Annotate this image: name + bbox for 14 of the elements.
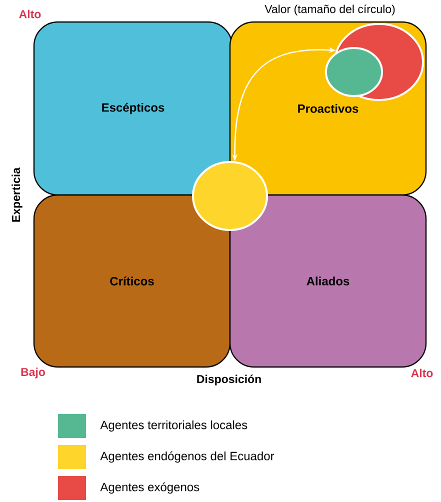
circle xyxy=(325,47,383,97)
axis-end-label: Alto xyxy=(19,10,41,18)
axis-title: Experticia xyxy=(12,167,22,222)
axis-title: Disposición xyxy=(197,374,261,386)
legend-label: Agentes territoriales locales xyxy=(100,420,248,432)
value-caption: Valor (tamaño del círculo) xyxy=(264,4,395,16)
circle xyxy=(192,161,268,231)
quadrant-box: Aliados xyxy=(229,194,427,368)
quadrant-box: Escépticos xyxy=(33,21,233,196)
legend-label: Agentes exógenos xyxy=(100,482,200,494)
axis-end-label: Bajo xyxy=(21,368,45,378)
axis-end-label: Alto xyxy=(411,368,433,378)
quadrant-box: Críticos xyxy=(33,194,231,368)
legend-label: Agentes endógenos del Ecuador xyxy=(100,451,274,463)
